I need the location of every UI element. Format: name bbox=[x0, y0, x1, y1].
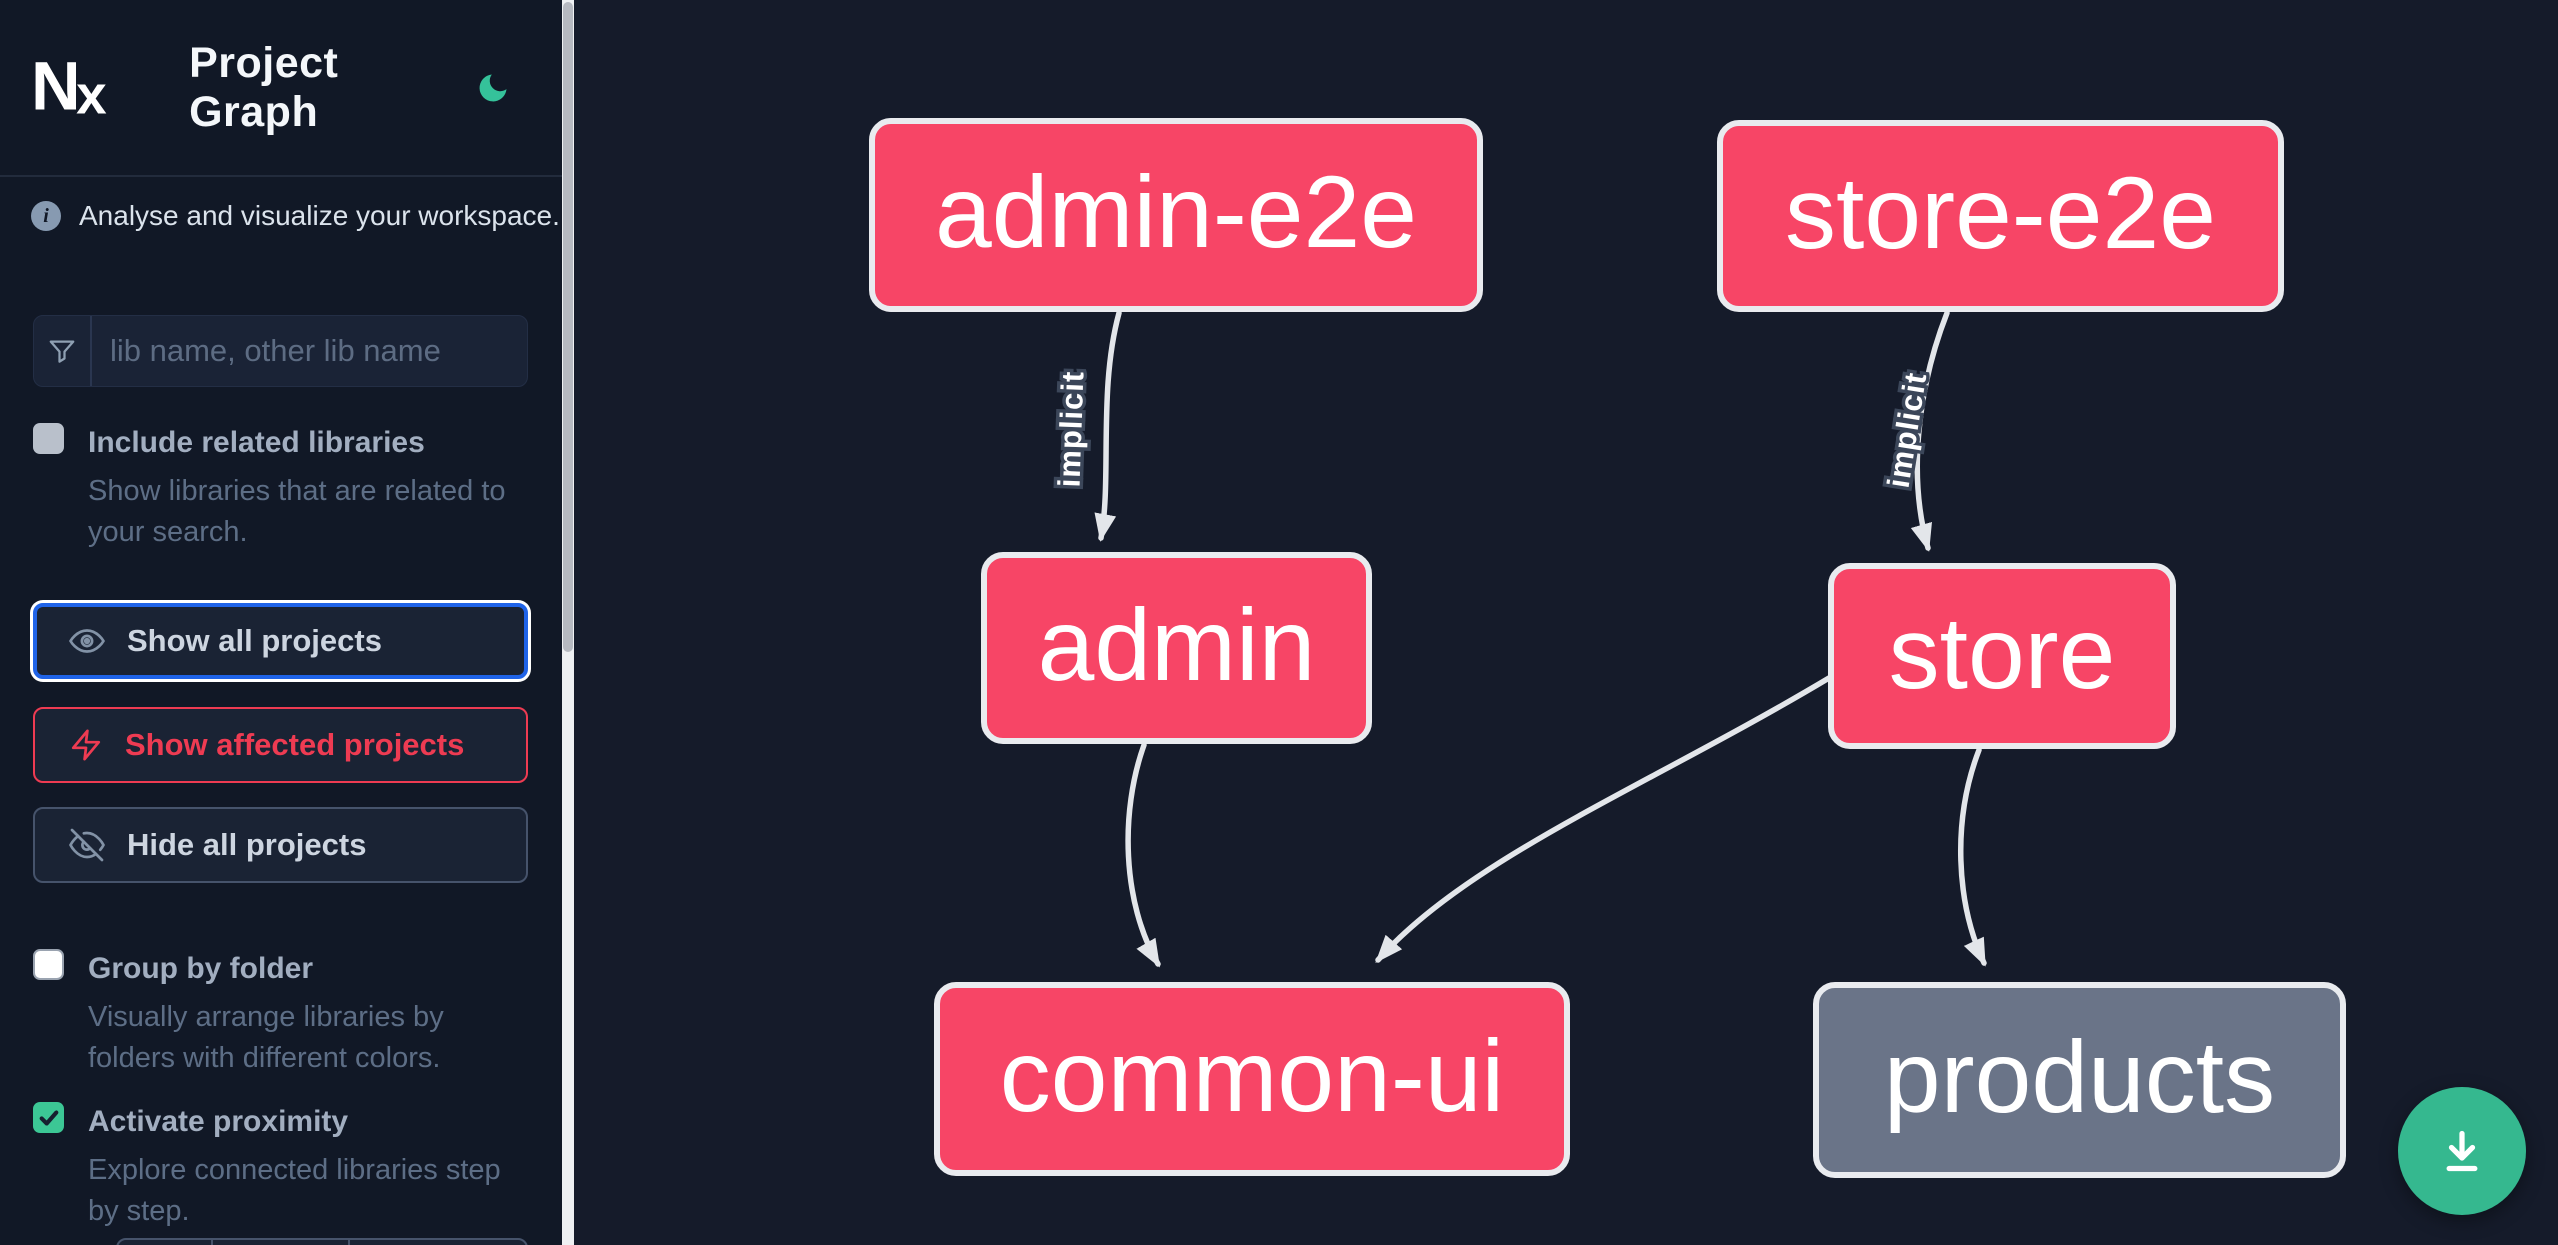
group-by-folder-checkbox[interactable] bbox=[33, 949, 64, 980]
page-title: Project Graph bbox=[189, 38, 339, 136]
eye-off-icon bbox=[69, 828, 105, 862]
library-filter bbox=[33, 315, 528, 387]
graph-node-admin-e2e[interactable]: admin-e2e bbox=[869, 118, 1483, 312]
show-affected-projects-button[interactable]: Show affected projects bbox=[33, 707, 528, 783]
activate-proximity-checkbox[interactable] bbox=[33, 1102, 64, 1133]
activate-proximity-description: Explore connected libraries step by step… bbox=[88, 1154, 501, 1228]
bolt-icon bbox=[71, 729, 101, 761]
show-all-projects-label: Show all projects bbox=[127, 623, 382, 658]
hide-all-projects-button[interactable]: Hide all projects bbox=[33, 807, 528, 883]
tagline-text: Analyse and visualize your workspace. bbox=[79, 200, 560, 231]
include-related-toggle: Include related libraries Show libraries… bbox=[33, 420, 513, 553]
theme-toggle-button[interactable] bbox=[475, 69, 512, 107]
sidebar: N x Project Graph i Analyse and visualiz… bbox=[0, 0, 562, 1245]
group-by-folder-toggle: Group by folder Visually arrange librari… bbox=[33, 946, 513, 1079]
hide-all-projects-label: Hide all projects bbox=[127, 827, 367, 862]
nx-logo: N x bbox=[31, 56, 107, 120]
sidebar-scrollbar[interactable] bbox=[562, 0, 574, 1245]
graph-node-store-e2e[interactable]: store-e2e bbox=[1717, 120, 2284, 312]
library-filter-input[interactable] bbox=[92, 316, 527, 386]
graph-edge-label: implicit bbox=[1051, 370, 1090, 488]
sidebar-header: N x Project Graph bbox=[0, 0, 562, 177]
include-related-label[interactable]: Include related libraries bbox=[88, 426, 425, 459]
sidebar-scrollbar-thumb[interactable] bbox=[563, 2, 573, 652]
graph-node-common-ui[interactable]: common-ui bbox=[934, 982, 1570, 1176]
svg-text:x: x bbox=[76, 63, 107, 119]
info-icon: i bbox=[31, 201, 61, 231]
graph-edge-store-e2e-store bbox=[1910, 310, 1950, 552]
graph-edge-label: implicit bbox=[1881, 370, 1934, 491]
activate-proximity-toggle: Activate proximity Explore connected lib… bbox=[33, 1099, 513, 1232]
include-related-checkbox[interactable] bbox=[33, 423, 64, 454]
graph-node-store[interactable]: store bbox=[1828, 563, 2176, 749]
group-by-folder-label[interactable]: Group by folder bbox=[88, 952, 313, 985]
group-by-folder-description: Visually arrange libraries by folders wi… bbox=[88, 1001, 444, 1075]
download-icon bbox=[2446, 1130, 2478, 1172]
eye-icon bbox=[69, 629, 105, 653]
graph-edge-store-common-ui bbox=[1375, 675, 1832, 963]
graph-edge-store-products bbox=[1957, 747, 1987, 967]
graph-edge-admin-common-ui bbox=[1125, 742, 1161, 968]
activate-proximity-label[interactable]: Activate proximity bbox=[88, 1105, 349, 1138]
check-icon bbox=[39, 1109, 58, 1126]
moon-icon bbox=[479, 74, 507, 101]
workspace-tagline: i Analyse and visualize your workspace. bbox=[31, 200, 560, 232]
show-all-projects-button[interactable]: Show all projects bbox=[33, 603, 528, 679]
svg-text:N: N bbox=[31, 56, 81, 120]
include-related-description: Show libraries that are related to your … bbox=[88, 475, 506, 549]
graph-node-admin[interactable]: admin bbox=[981, 552, 1372, 744]
graph-node-products[interactable]: products bbox=[1813, 982, 2346, 1178]
show-affected-projects-label: Show affected projects bbox=[125, 727, 465, 762]
download-graph-button[interactable] bbox=[2398, 1087, 2526, 1215]
proximity-stepper[interactable] bbox=[116, 1238, 528, 1245]
funnel-icon bbox=[34, 316, 92, 386]
graph-edge-admin-e2e-admin bbox=[1094, 310, 1122, 542]
